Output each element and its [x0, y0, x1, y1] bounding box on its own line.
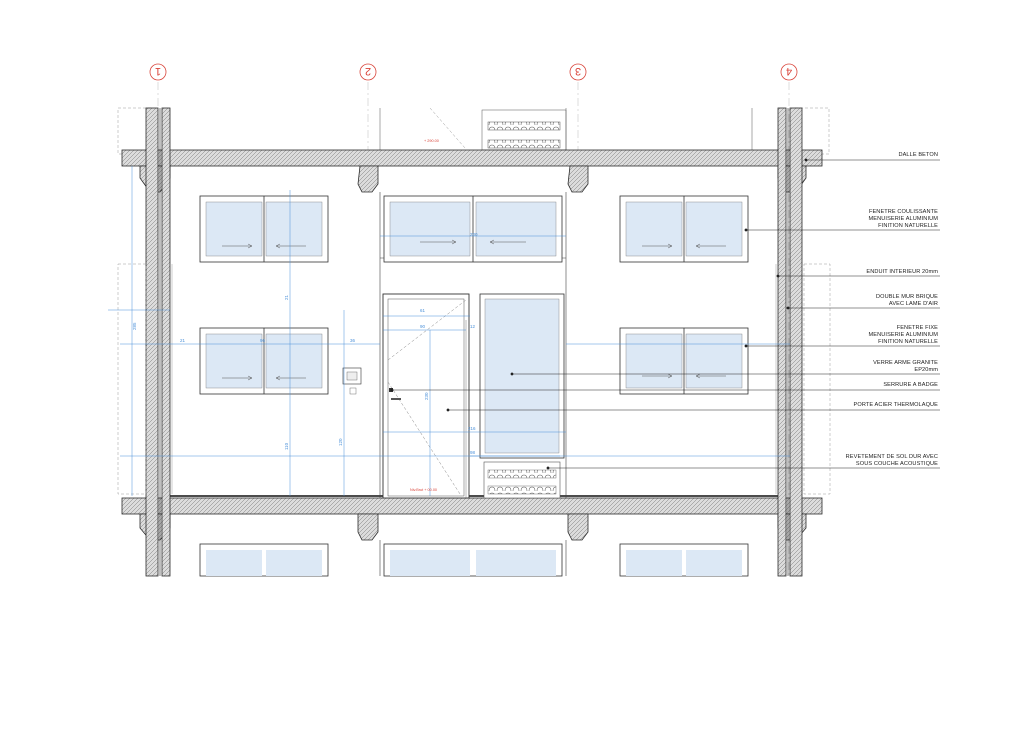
note-porte-acier: PORTE ACIER THERMOLAQUE	[853, 402, 938, 408]
window-lower-left	[199, 327, 329, 395]
note-fenetre-coulissante: FENETRE COULISSANTE MENUISERIE ALUMINIUM…	[868, 209, 938, 229]
axis-label-2: 2	[365, 65, 371, 77]
axis-bubble-4: 4	[780, 63, 798, 81]
level-marks: + 290.00 Niv.Brut + 00.00	[410, 139, 439, 492]
note-dalle-beton: DALLE BETON	[898, 152, 938, 158]
axis-label-3: 3	[575, 65, 581, 77]
lower-floor	[199, 540, 749, 577]
dim-230: 230	[424, 392, 429, 400]
note-double-mur: DOUBLE MUR BRIQUE AVEC LAME D'AIR	[876, 294, 938, 307]
leader-lines	[390, 158, 940, 470]
dimension-lines	[108, 166, 790, 496]
dim-21: 21	[180, 338, 186, 343]
axis-label-4: 4	[786, 65, 792, 77]
dim-36: 36	[350, 338, 356, 343]
note-serrure-badge: SERRURE A BADGE	[883, 382, 938, 388]
dimension-labels: 285 21 96 36 21 110 120 61 90 12 230 216…	[132, 232, 478, 455]
dim-98: 98	[470, 450, 476, 455]
note-enduit-interieur: ENDUIT INTERIEUR 20mm	[866, 269, 938, 275]
dim-216: 216	[468, 426, 476, 431]
window-upper-left	[199, 195, 329, 263]
axis-bubble-2: 2	[359, 63, 377, 81]
dim-96: 96	[260, 338, 266, 343]
dim-120: 120	[338, 438, 343, 446]
axis-bubble-3: 3	[569, 63, 587, 81]
walls	[117, 107, 831, 577]
dim-12: 12	[470, 324, 476, 329]
top-slab	[121, 149, 823, 193]
window-upper-center	[383, 195, 563, 263]
dim-90: 90	[420, 324, 426, 329]
dim-21-vertical: 21	[284, 294, 289, 300]
note-verre-arme: VERRE ARME GRANITE EP20mm	[873, 360, 938, 373]
badge-reader	[342, 367, 362, 395]
dim-200: 200	[470, 232, 478, 237]
dim-61: 61	[420, 308, 426, 313]
axis-label-1: 1	[155, 65, 161, 77]
level-upper: + 290.00	[424, 139, 439, 143]
window-lower-right	[619, 327, 749, 395]
note-fenetre-fixe: FENETRE FIXE MENUISERIE ALUMINIUM FINITI…	[868, 325, 938, 345]
dim-110: 110	[284, 442, 289, 450]
window-upper-right	[619, 195, 749, 263]
fixed-glazing	[479, 293, 565, 499]
note-revetement-sol: REVETEMENT DE SOL DUR AVEC SOUS COUCHE A…	[845, 454, 938, 467]
level-floor: Niv.Brut + 00.00	[410, 488, 437, 492]
floor-slab	[121, 495, 823, 541]
upper-floor	[117, 107, 830, 155]
dim-285: 285	[132, 322, 137, 330]
axis-bubble-1: 1	[149, 63, 167, 81]
